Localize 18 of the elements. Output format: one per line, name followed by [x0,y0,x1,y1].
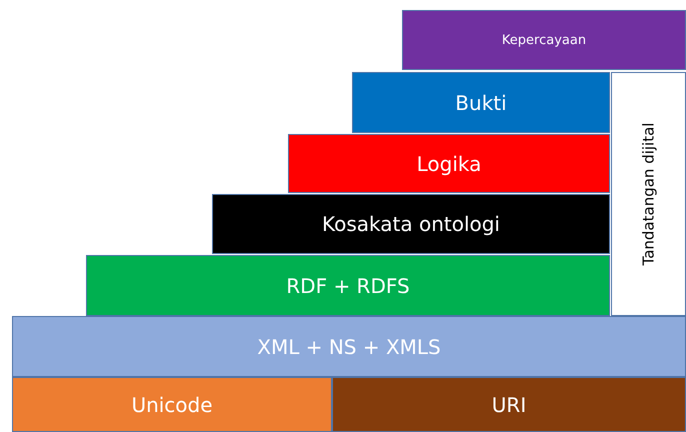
layer-label: Tandatangan dijital [640,122,658,266]
layer-box [611,72,686,316]
layer-box [288,134,610,193]
layer-label: XML + NS + XMLS [257,334,441,358]
layer-box [332,377,686,432]
layer-box [402,10,686,70]
layer-label: Kosakata ontologi [322,212,500,236]
layer-label: Unicode [131,392,213,416]
layer-label: Logika [416,152,482,176]
layer-box [212,194,610,254]
layer-box [86,255,610,316]
layer-label: Bukti [455,90,507,114]
layer-label: Kepercayaan [502,32,586,48]
layer-box [352,72,610,133]
layer-label: URI [492,392,526,416]
layer-box [12,377,332,432]
layer-label: RDF + RDFS [286,274,410,298]
layer-box [12,316,686,377]
